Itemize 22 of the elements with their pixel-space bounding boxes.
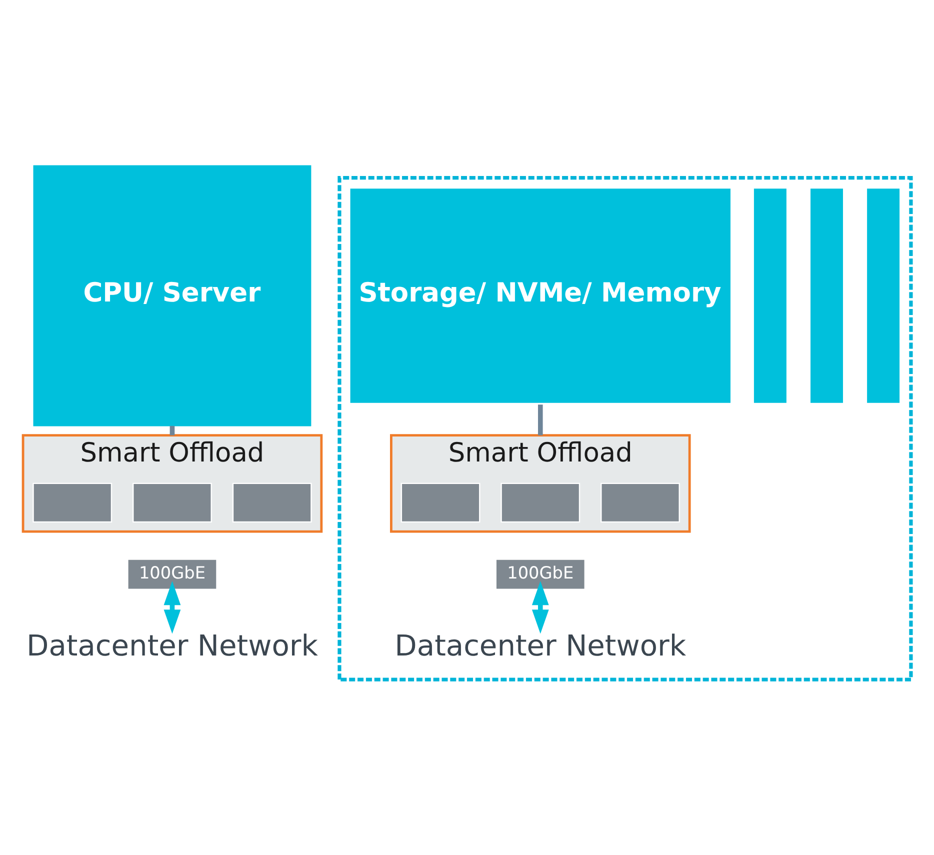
arrow <box>532 581 549 634</box>
connector <box>170 426 175 436</box>
node-box: Storage/ NVMe/ Memory <box>348 186 733 406</box>
node-box <box>864 186 902 406</box>
node-text: Datacenter Network <box>26 628 318 663</box>
node-box <box>808 186 846 406</box>
node-box <box>600 482 680 523</box>
arrow <box>164 581 181 634</box>
node-box <box>32 482 112 523</box>
node-box <box>500 482 580 523</box>
node-box <box>400 482 480 523</box>
node-box: 100GbE <box>496 560 584 589</box>
node-text: Datacenter Network <box>394 628 686 663</box>
node-box: CPU/ Server <box>33 165 312 426</box>
cluster <box>338 176 913 682</box>
cluster: Smart Offload <box>390 434 691 533</box>
node-box <box>132 482 212 523</box>
node-box: 100GbE <box>128 560 216 589</box>
cluster: Smart Offload <box>22 434 323 533</box>
node-box <box>232 482 312 523</box>
node-box <box>752 186 789 406</box>
connector <box>538 404 543 436</box>
